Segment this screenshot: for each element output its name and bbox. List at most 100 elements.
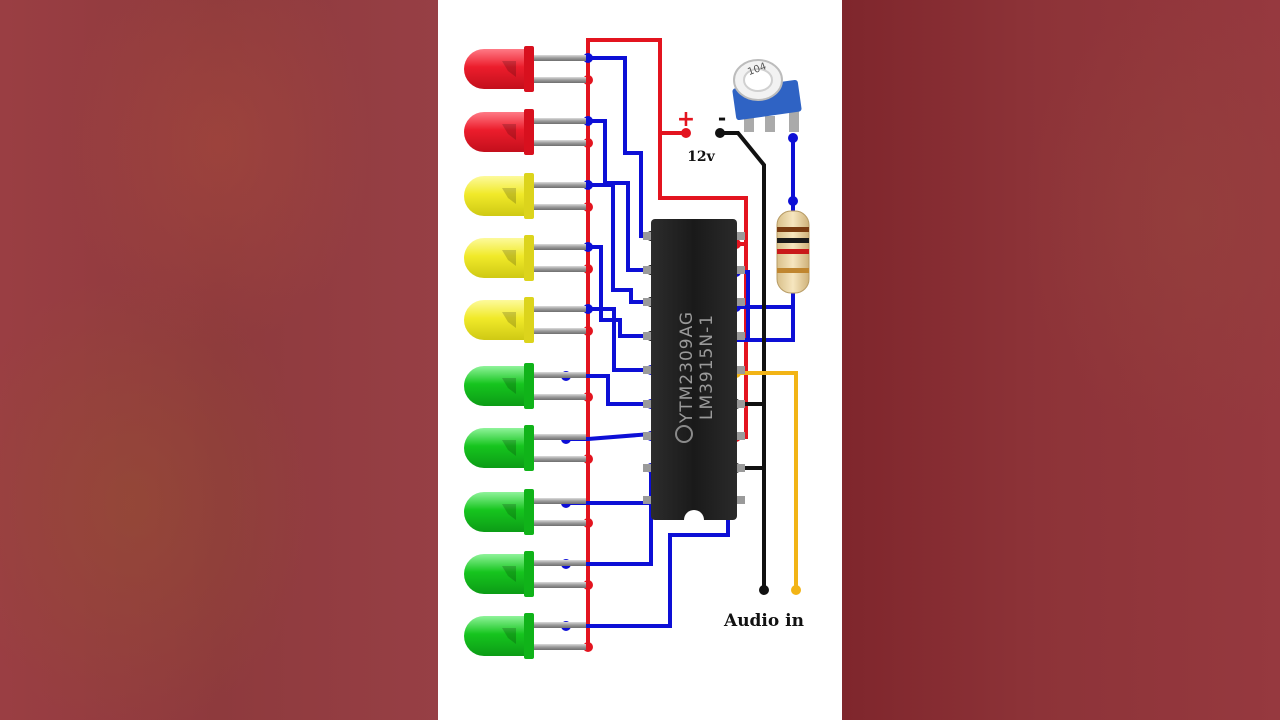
led-rim <box>524 489 534 535</box>
led-rim <box>524 425 534 471</box>
ic-pin-right-7 <box>735 432 745 440</box>
led-rim <box>524 46 534 92</box>
resistor-top-dot <box>788 196 798 206</box>
led-cathode-lead <box>534 266 586 272</box>
led-yellow-3 <box>464 173 586 219</box>
ic-label-line2: LM3915N-1 <box>697 314 717 420</box>
led-anode-lead <box>534 498 586 504</box>
led-die <box>502 440 516 456</box>
blurred-background-left <box>0 0 438 720</box>
supply-plus-terminal <box>681 128 691 138</box>
audio-in-label: Audio in <box>723 611 804 631</box>
trimmer-potentiometer: 104 <box>732 59 802 132</box>
led-cathode-lead <box>534 140 586 146</box>
resistor-band-1 <box>777 227 809 232</box>
resistor-band-2 <box>777 238 809 243</box>
led-die <box>502 504 516 520</box>
blue-led-wire-9 <box>564 498 653 566</box>
ic-pin-right-4 <box>735 332 745 340</box>
led-dome <box>464 49 526 89</box>
ic-pin-right-1 <box>735 232 745 240</box>
led-die <box>502 378 516 394</box>
led-cathode-lead <box>534 456 586 462</box>
led-red-2 <box>464 109 586 155</box>
ic-pin-right-8 <box>735 464 745 472</box>
ic-pin-right-5 <box>735 366 745 374</box>
blue-led-wire-1 <box>586 56 653 238</box>
ic-pin-left-8 <box>643 464 653 472</box>
led-die <box>502 61 516 77</box>
led-anode-lead <box>534 55 586 61</box>
led-cathode-lead <box>534 520 586 526</box>
led-rim <box>524 173 534 219</box>
led-dome <box>464 554 526 594</box>
led-green-10 <box>464 613 586 659</box>
supply-minus-label: - <box>718 106 726 130</box>
led-dome <box>464 492 526 532</box>
ic-pin-left-7 <box>643 432 653 440</box>
blue-led-wire-3 <box>586 183 653 304</box>
pot-wiper-dot <box>788 133 798 143</box>
ic-pin-left-9 <box>643 496 653 504</box>
led-green-6 <box>464 363 586 409</box>
led-green-9 <box>464 551 586 597</box>
yellow-audio-wire <box>734 371 798 592</box>
ic-pin-left-5 <box>643 366 653 374</box>
resistor-band-3 <box>777 249 809 254</box>
led-yellow-4 <box>464 235 586 281</box>
red-supply-wire <box>586 38 688 135</box>
led-anode-lead <box>534 244 586 250</box>
led-die <box>502 312 516 328</box>
led-cathode-lead <box>534 394 586 400</box>
blue-led-wire-6 <box>564 374 653 406</box>
ic-pin-left-6 <box>643 400 653 408</box>
led-rim <box>524 109 534 155</box>
ic-pins <box>643 232 745 504</box>
audio-signal-terminal <box>791 585 801 595</box>
led-rim <box>524 551 534 597</box>
ic-notch <box>684 510 704 520</box>
led-anode-lead <box>534 118 586 124</box>
blue-led-wire-8 <box>564 466 653 505</box>
led-column <box>464 46 586 659</box>
led-rim <box>524 363 534 409</box>
circuit-diagram: YTM2309AG LM3915N-1 104 + - 12v Audio in <box>438 0 842 720</box>
led-rim <box>524 613 534 659</box>
led-die <box>502 188 516 204</box>
led-cathode-lead <box>534 204 586 210</box>
supply-voltage-label: 12v <box>687 149 715 165</box>
led-anode-lead <box>534 434 586 440</box>
ic-pin-left-4 <box>643 332 653 340</box>
led-anode-lead <box>534 372 586 378</box>
led-rim <box>524 297 534 343</box>
led-rim <box>524 235 534 281</box>
blurred-background-right <box>842 0 1280 720</box>
led-anode-lead <box>534 622 586 628</box>
supply-minus-terminal <box>715 128 725 138</box>
led-dome <box>464 176 526 216</box>
ic-pin-left-3 <box>643 298 653 306</box>
resistor-band-4 <box>777 268 809 273</box>
led-die <box>502 628 516 644</box>
led-yellow-5 <box>464 297 586 343</box>
led-cathode-lead <box>534 328 586 334</box>
audio-ground-terminal <box>759 585 769 595</box>
led-dome <box>464 112 526 152</box>
led-anode-lead <box>534 182 586 188</box>
ic-pin-left-2 <box>643 266 653 274</box>
ic-marking: YTM2309AG LM3915N-1 <box>677 311 717 424</box>
led-dome <box>464 366 526 406</box>
led-dome <box>464 428 526 468</box>
led-cathode-lead <box>534 77 586 83</box>
led-anode-lead <box>534 560 586 566</box>
led-green-7 <box>464 425 586 471</box>
ic-pin-right-6 <box>735 400 745 408</box>
lm3915-ic: YTM2309AG LM3915N-1 <box>643 219 745 520</box>
led-cathode-lead <box>534 644 586 650</box>
led-die <box>502 250 516 266</box>
resistor <box>776 210 810 294</box>
ic-pin-right-2 <box>735 266 745 274</box>
ic-pin-right-9 <box>735 496 745 504</box>
led-red-1 <box>464 46 586 92</box>
led-anode-lead <box>534 306 586 312</box>
